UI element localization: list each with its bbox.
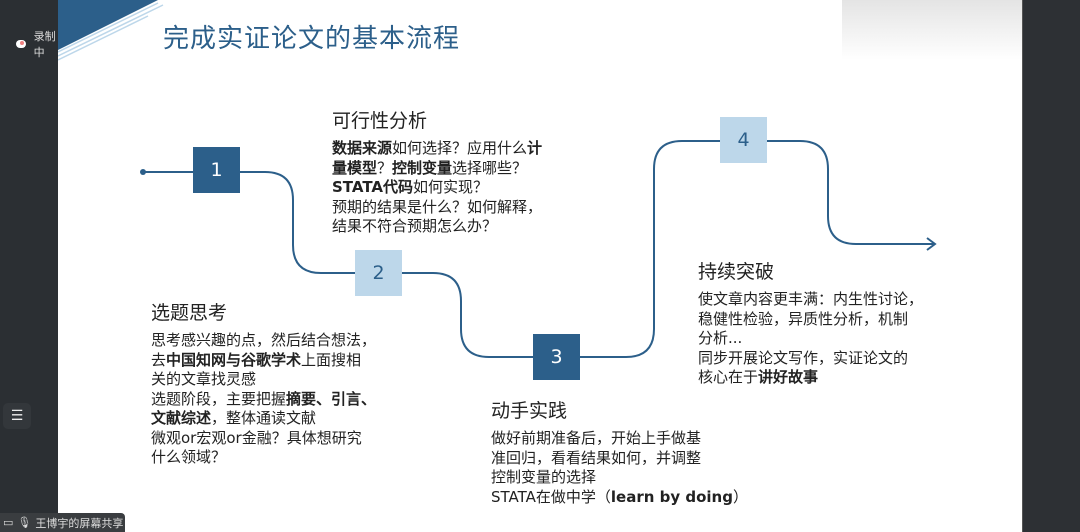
text-run: 如何实现？ xyxy=(413,178,489,196)
block-line: 做好前期准备后，开始上手做基 xyxy=(491,429,748,449)
text-run: ？ xyxy=(377,158,393,177)
text-run: 如何选择？应用什么 xyxy=(392,139,528,157)
bold-text: 控制变量 xyxy=(392,158,453,177)
bold-text: 文献综述 xyxy=(151,409,212,427)
text-run: 同步开展论文写作，实证论文的 xyxy=(698,348,909,367)
step-4-box: 4 xyxy=(720,117,767,163)
block-line: 稳健性检验，异质性分析，机制 xyxy=(698,310,923,330)
list-menu-button[interactable]: ☰ xyxy=(3,403,31,429)
block-title: 持续突破 xyxy=(698,261,775,283)
text-run: 上面搜相 xyxy=(301,350,362,369)
text-run: ） xyxy=(732,487,748,506)
bold-text: 计 xyxy=(527,139,543,157)
cloud-record-icon xyxy=(16,40,26,48)
text-run: 选择哪些？ xyxy=(452,158,528,177)
text-run: 使文章内容更丰满：内生性讨论， xyxy=(698,290,924,308)
block-line: 微观or宏观or金融？具体想研究 xyxy=(151,429,376,449)
text-run: 什么领域？ xyxy=(151,448,227,466)
top-shade xyxy=(842,0,1022,60)
text-run: ，整体通读文献 xyxy=(211,409,317,427)
block-line: STATA在做中学（learn by doing） xyxy=(491,488,748,508)
bold-text: learn by doing xyxy=(610,487,733,506)
bold-text: 量模型 xyxy=(332,158,378,177)
block-line: 准回归，看看结果如何，并调整 xyxy=(491,449,748,469)
block-line: 使文章内容更丰满：内生性讨论， xyxy=(698,290,923,310)
step-2-box: 2 xyxy=(355,250,402,296)
slide: 完成实证论文的基本流程 1 2 3 4 可行性分析数据来源如何选择？应用什么计量… xyxy=(58,0,1022,532)
text-run: 稳健性检验，异质性分析，机制 xyxy=(698,309,909,328)
block-line: 什么领域？ xyxy=(151,448,376,468)
bold-text: 讲好故事 xyxy=(758,368,819,386)
text-run: 微观or宏观or金融？具体想研究 xyxy=(151,428,362,447)
recording-indicator[interactable]: 录制中 xyxy=(16,28,58,60)
block-title: 动手实践 xyxy=(491,400,568,422)
block-topic: 选题思考思考感兴趣的点，然后结合想法，去中国知网与谷歌学术上面搜相关的文章找灵感… xyxy=(151,298,376,468)
block-line: 控制变量的选择 xyxy=(491,468,748,488)
list-icon: ☰ xyxy=(10,408,24,424)
recording-label: 录制中 xyxy=(33,30,56,59)
text-run: 关的文章找灵感 xyxy=(151,370,257,388)
block-line: 关的文章找灵感 xyxy=(151,370,376,390)
arrow-head-icon xyxy=(926,237,937,251)
left-panel: 录制中 ☰ xyxy=(0,0,58,532)
bold-text: 中国知网与谷歌学术 xyxy=(166,350,302,369)
block-line: 量模型？控制变量选择哪些？ xyxy=(332,159,542,179)
corner-decoration xyxy=(58,0,158,50)
block-line: STATA代码如何实现？ xyxy=(332,178,542,198)
block-line: 结果不符合预期怎么办？ xyxy=(332,217,542,237)
microphone-icon: 🎙 xyxy=(17,516,32,529)
bold-text: 摘要、引言、 xyxy=(286,389,377,408)
share-label: 王博宇的屏幕共享 xyxy=(35,516,124,530)
block-line: 同步开展论文写作，实证论文的 xyxy=(698,349,923,369)
bold-text: STATA代码 xyxy=(332,178,413,196)
block-line: 思考感兴趣的点，然后结合想法， xyxy=(151,331,376,351)
text-run: 选题阶段，主要把握 xyxy=(151,389,287,408)
text-run: 核心在于 xyxy=(698,368,759,386)
step-3-box: 3 xyxy=(533,334,580,380)
corner-stripes xyxy=(58,2,164,61)
block-breakthrough: 持续突破使文章内容更丰满：内生性讨论，稳健性检验，异质性分析，机制分析...同步… xyxy=(698,257,923,388)
block-line: 核心在于讲好故事 xyxy=(698,368,923,388)
screen-share-label[interactable]: ▭ 🎙 王博宇的屏幕共享 xyxy=(0,513,125,532)
block-title: 可行性分析 xyxy=(332,110,428,132)
text-run: 结果不符合预期怎么办？ xyxy=(332,217,498,235)
text-run: 准回归，看看结果如何，并调整 xyxy=(491,448,702,467)
block-line: 数据来源如何选择？应用什么计 xyxy=(332,139,542,159)
step-1-box: 1 xyxy=(193,147,240,193)
slide-title: 完成实证论文的基本流程 xyxy=(163,24,461,54)
block-line: 分析... xyxy=(698,329,923,349)
block-line: 预期的结果是什么？如何解释， xyxy=(332,198,542,218)
text-run: 预期的结果是什么？如何解释， xyxy=(332,197,543,216)
block-line: 选题阶段，主要把握摘要、引言、 xyxy=(151,390,376,410)
block-line: 去中国知网与谷歌学术上面搜相 xyxy=(151,351,376,371)
text-run: 分析... xyxy=(698,329,743,347)
screen-icon: ▭ xyxy=(3,516,14,529)
text-run: 做好前期准备后，开始上手做基 xyxy=(491,429,702,447)
text-run: 思考感兴趣的点，然后结合想法， xyxy=(151,331,377,349)
block-line: 文献综述，整体通读文献 xyxy=(151,409,376,429)
text-run: 控制变量的选择 xyxy=(491,468,597,486)
text-run: 去 xyxy=(151,350,167,369)
block-title: 选题思考 xyxy=(151,302,228,324)
bold-text: 数据来源 xyxy=(332,139,393,157)
right-panel xyxy=(1022,0,1080,532)
text-run: STATA在做中学（ xyxy=(491,487,611,506)
block-feasibility: 可行性分析数据来源如何选择？应用什么计量模型？控制变量选择哪些？STATA代码如… xyxy=(332,106,542,237)
